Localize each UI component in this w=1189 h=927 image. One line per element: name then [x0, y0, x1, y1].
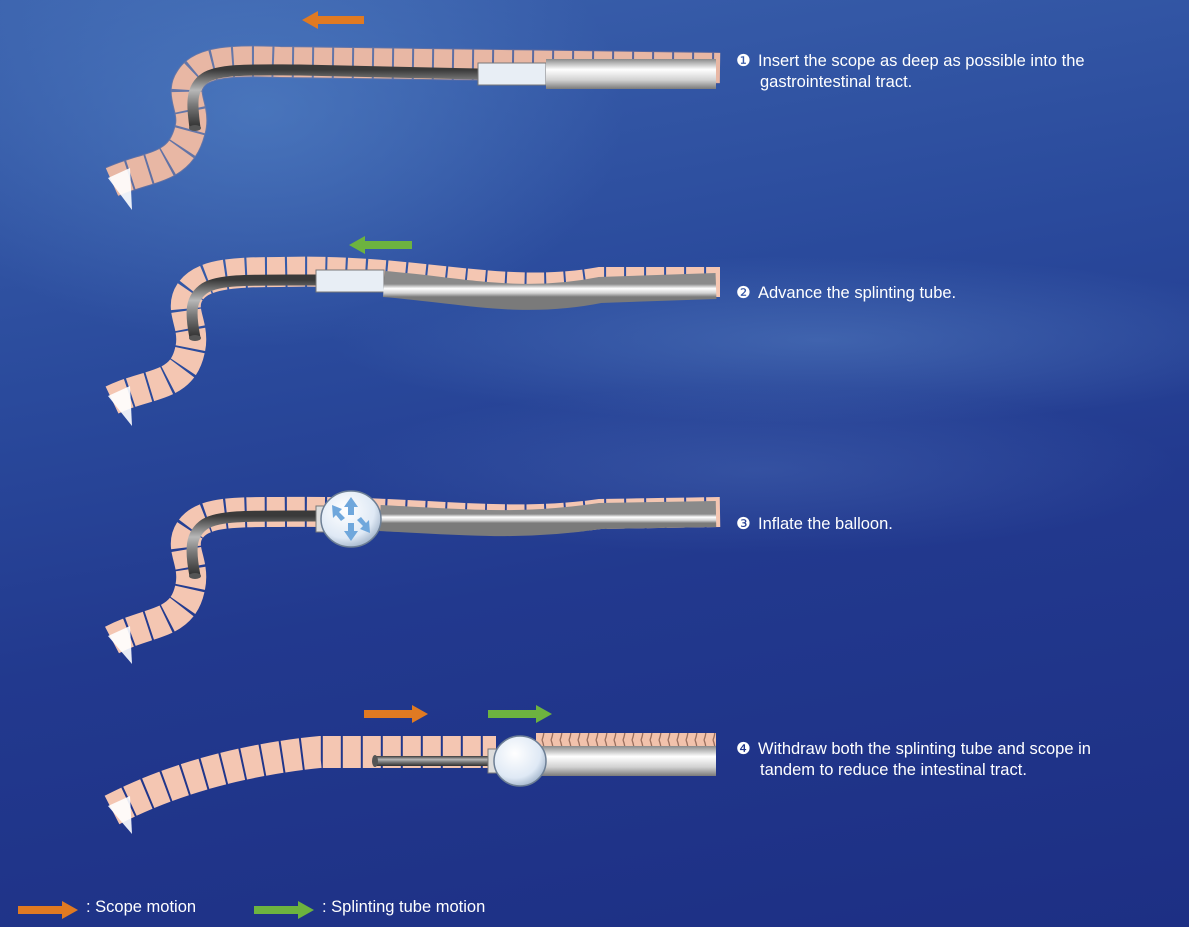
scope-tip-step3	[189, 573, 201, 579]
scope-tip-step4	[372, 755, 378, 767]
legend-tube-arrow	[254, 901, 314, 919]
splinting-tube-step3	[380, 514, 716, 523]
step3-number: ❸	[736, 514, 758, 535]
scope-step4	[374, 756, 492, 766]
splinting-tube-step4	[540, 746, 716, 776]
step4-number: ❹	[736, 739, 758, 760]
scope-arrow-step4	[364, 705, 428, 723]
step4-illustration	[108, 705, 716, 834]
legend-scope-label: : Scope motion	[86, 898, 196, 917]
step2-number: ❷	[736, 283, 758, 304]
step2-line1: Advance the splinting tube.	[758, 284, 956, 302]
scope-arrow-step1	[302, 11, 364, 29]
step4-line2: tandem to reduce the intestinal tract.	[736, 760, 1091, 781]
step1-line2: gastrointestinal tract.	[736, 72, 1085, 93]
step1-number: ❶	[736, 51, 758, 72]
legend-scope-arrow	[18, 901, 78, 919]
tube-arrow-step4	[488, 705, 552, 723]
step3-line1: Inflate the balloon.	[758, 515, 893, 533]
splinting-tube-collar-step1	[478, 63, 546, 85]
splinting-tube-step2	[384, 284, 716, 297]
splinting-tube-step1	[546, 59, 716, 89]
step1-line1: Insert the scope as deep as possible int…	[758, 52, 1085, 70]
tube-arrow-step2	[349, 236, 412, 254]
splinting-tube-collar-step2	[316, 270, 384, 292]
balloon-step4	[494, 736, 546, 786]
step3-illustration	[108, 491, 720, 664]
step4-line1: Withdraw both the splinting tube and sco…	[758, 740, 1091, 758]
step1-illustration	[108, 11, 720, 210]
legend-tube-label: : Splinting tube motion	[322, 898, 485, 917]
scope-step2	[192, 280, 316, 338]
scope-tip-step2	[189, 335, 201, 341]
scope-tip-step1	[189, 125, 201, 131]
step2-illustration	[108, 236, 720, 426]
